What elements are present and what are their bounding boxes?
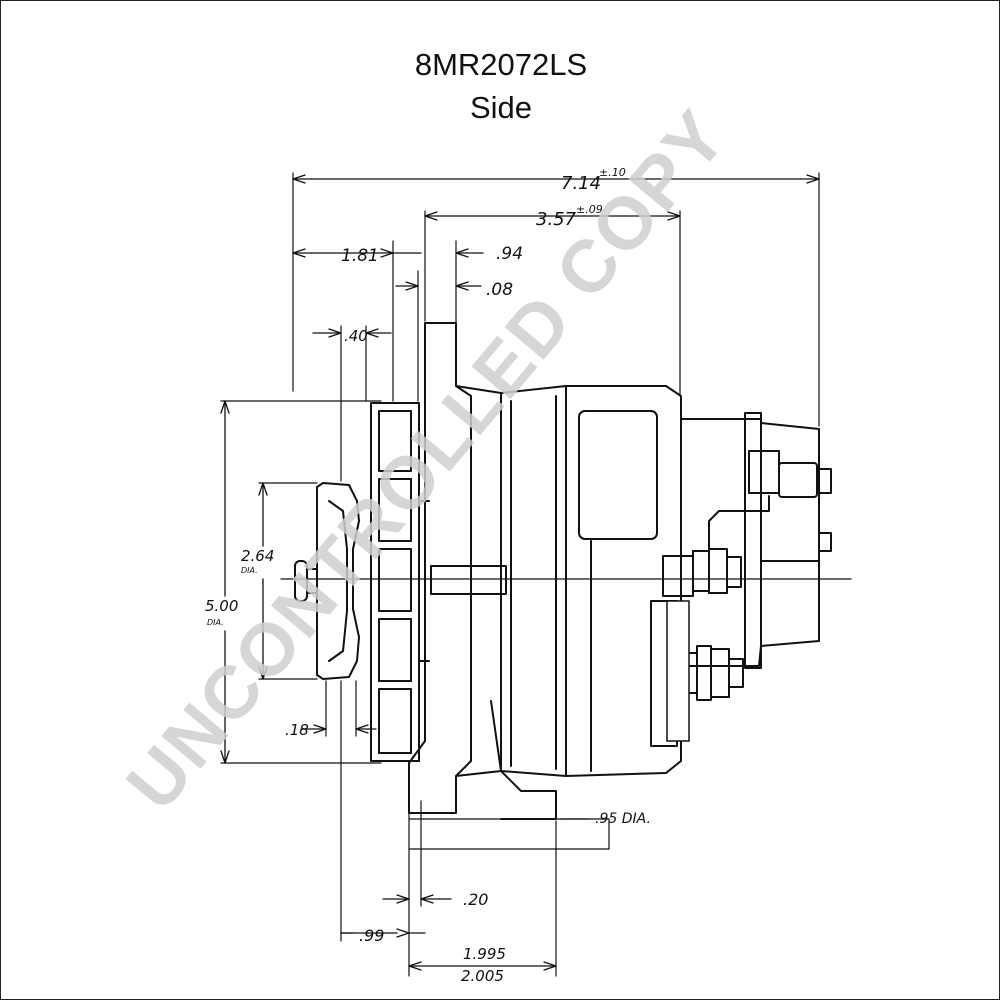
uncontrolled-copy-watermark: UNCONTROLLED COPY	[110, 94, 742, 825]
view-subtitle: Side	[469, 90, 533, 125]
stator	[500, 385, 567, 777]
output-terminal	[708, 450, 832, 550]
extension-lines	[220, 172, 820, 977]
front-housing	[408, 322, 557, 820]
pulley	[294, 482, 360, 680]
flange-width-label: .94	[496, 244, 523, 264]
rear-cover	[680, 412, 820, 669]
fan-diameter-label: 5.00	[205, 597, 238, 615]
half-length-tolerance: ±.09	[576, 203, 603, 216]
part-number-title: 8MR2072LS	[414, 47, 588, 82]
rotor-shaft	[430, 565, 507, 595]
foot-width-min-label: 1.995	[463, 945, 506, 963]
overall-length-tolerance: ±.10	[599, 166, 626, 179]
small-offset-label: .18	[285, 721, 309, 739]
dimension-lines	[220, 174, 820, 971]
pulley-diameter-label: 2.64	[241, 547, 274, 565]
mount-hole-diameter-label: .95 DIA.	[595, 811, 651, 827]
cooling-fan	[370, 402, 430, 762]
overall-length-label: 7.14	[561, 173, 601, 194]
fan-diameter-unit: DIA.	[207, 618, 224, 627]
foot-offset-label: .20	[463, 890, 488, 909]
hub-width-label: .40	[344, 327, 368, 345]
half-length-label: 3.57	[536, 209, 577, 230]
foot-width-max-label: 2.005	[461, 967, 504, 985]
foot-distance-label: .99	[359, 926, 384, 945]
pulley-offset-label: 1.81	[341, 246, 379, 266]
pulley-diameter-unit: DIA.	[241, 566, 258, 575]
upper-terminal-bolt	[662, 548, 742, 597]
gap-label: .08	[486, 280, 513, 300]
lower-terminal-bolt	[680, 645, 744, 701]
ground-terminal	[818, 532, 832, 552]
nameplate-label	[666, 600, 690, 742]
